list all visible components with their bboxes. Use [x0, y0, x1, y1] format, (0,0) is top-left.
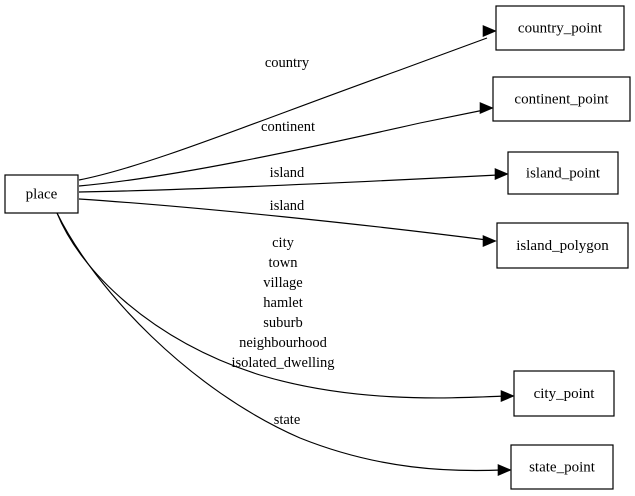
- nodes-layer: place country_point continent_point island_…: [4, 5, 631, 490]
- node-place[interactable]: place: [4, 174, 79, 214]
- edge-continent: [78, 102, 494, 187]
- edge-state-point-label: state: [274, 412, 301, 428]
- edge-island-polygon-arrowhead-icon: [482, 235, 497, 247]
- edge-city-point-label-line: town: [269, 255, 299, 271]
- node-box-state_point[interactable]: [510, 444, 614, 490]
- node-box-place[interactable]: [4, 174, 79, 214]
- edge-country: [78, 25, 497, 181]
- node-label-island_point: island_point: [526, 165, 601, 181]
- edge-city-point-label-line: isolated_dwelling: [231, 355, 334, 371]
- edge-city-point-label-line: village: [263, 275, 302, 291]
- node-continent_point[interactable]: continent_point: [492, 76, 631, 122]
- edge-island-point-label-line: island: [270, 165, 305, 181]
- edge-island-polygon-label-line: island: [270, 198, 305, 214]
- node-label-island_polygon: island_polygon: [516, 238, 609, 254]
- node-island_point[interactable]: island_point: [507, 151, 619, 195]
- edge-city-point-label-line: city: [272, 235, 294, 251]
- edge-country-label-line: country: [265, 55, 310, 71]
- edge-continent-label: continent: [261, 119, 315, 135]
- edge-state-point-label-line: state: [274, 412, 301, 428]
- edge-city-point-label-line: neighbourhood: [239, 335, 328, 351]
- node-label-country_point: country_point: [518, 20, 603, 36]
- node-label-state_point: state_point: [529, 459, 596, 475]
- node-label-continent_point: continent_point: [514, 91, 609, 107]
- edge-country-line: [78, 37, 488, 181]
- edge-continent-arrowhead-icon: [479, 102, 494, 114]
- node-box-continent_point[interactable]: [492, 76, 631, 122]
- edge-city-point-label: city town village hamlet suburb neighbourhood…: [231, 235, 334, 371]
- edges-layer: [56, 25, 515, 476]
- edge-country-label: country: [265, 55, 310, 71]
- node-label-city_point: city_point: [534, 386, 596, 402]
- edge-state-point-line: [56, 212, 503, 472]
- edge-city-point-arrowhead-icon: [500, 390, 515, 402]
- node-box-country_point[interactable]: [495, 5, 625, 51]
- edge-city-point-label-line: suburb: [263, 315, 302, 331]
- node-box-island_point[interactable]: [507, 151, 619, 195]
- edge-island-polygon: [78, 198, 497, 247]
- node-city_point[interactable]: city_point: [513, 370, 615, 417]
- edge-state-point: [56, 212, 512, 476]
- edge-continent-label-line: continent: [261, 119, 315, 135]
- edge-island-point: [78, 168, 509, 193]
- node-country_point[interactable]: country_point: [495, 5, 625, 51]
- edge-city-point-label-line: hamlet: [263, 295, 302, 311]
- edge-labels-layer: country continent island island city town vill…: [231, 55, 334, 428]
- node-box-city_point[interactable]: [513, 370, 615, 417]
- edge-country-arrowhead-icon: [482, 25, 497, 37]
- edge-island-polygon-label: island: [270, 198, 305, 214]
- edge-island-polygon-line: [78, 198, 488, 241]
- edge-continent-line: [78, 109, 485, 187]
- node-island_polygon[interactable]: island_polygon: [496, 222, 629, 269]
- edge-state-point-arrowhead-icon: [497, 464, 512, 476]
- node-box-island_polygon[interactable]: [496, 222, 629, 269]
- edge-island-point-label: island: [270, 165, 305, 181]
- node-state_point[interactable]: state_point: [510, 444, 614, 490]
- edge-island-point-line: [78, 174, 499, 193]
- node-label-place: place: [26, 186, 58, 202]
- edge-island-point-arrowhead-icon: [494, 168, 509, 180]
